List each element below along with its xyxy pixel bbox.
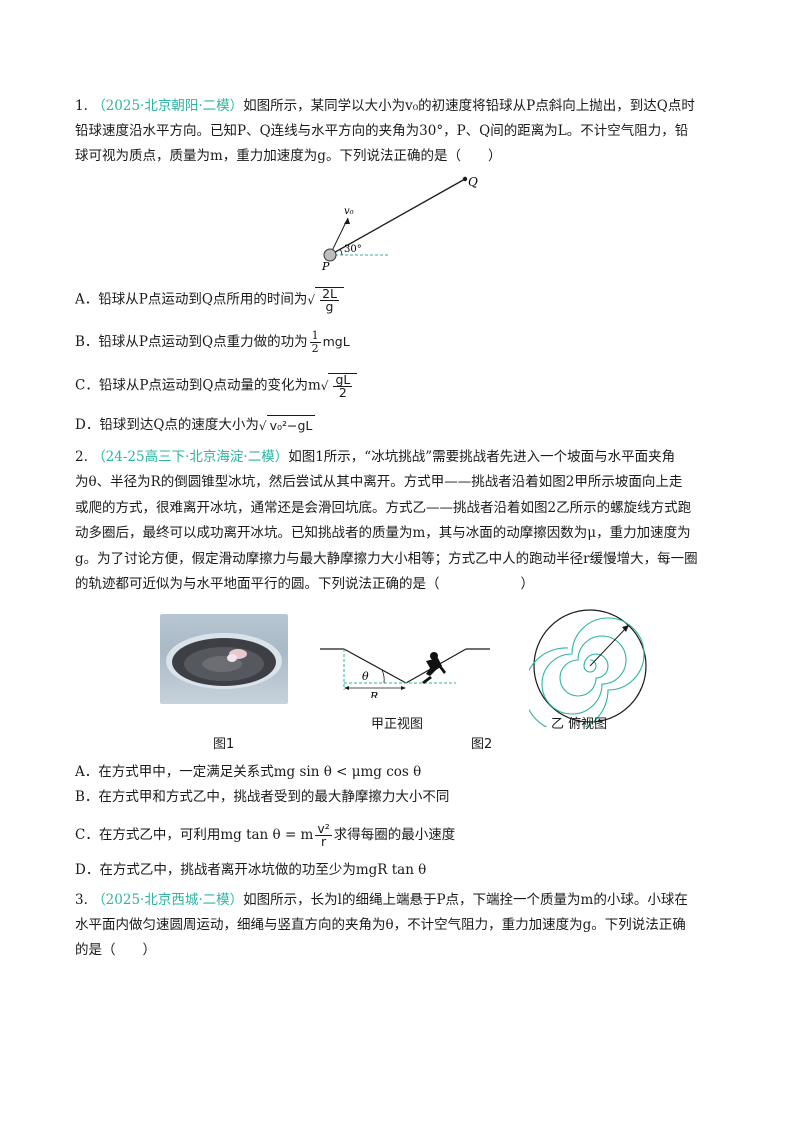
q1-stem-line-3: 球可视为质点，质量为m，重力加速度为g。下列说法正确的是（ ） [75, 148, 502, 164]
q3-number: 3. [75, 892, 88, 908]
q2-source: （24-25高三下·北京海淀·二模） [92, 449, 289, 465]
q1-source: （2025·北京朝阳·二模） [92, 98, 244, 114]
q2-option-a[interactable]: A．在方式甲中，一定满足关系式mg sin θ < μmg cos θ [75, 764, 422, 780]
label-theta: θ [362, 670, 369, 683]
ice-pit-photo [160, 614, 288, 704]
q3-source: （2025·北京西城·二模） [92, 892, 244, 908]
spiral-path [529, 617, 645, 727]
label-p: P [321, 260, 330, 273]
caption-figure-2: 图2 [471, 737, 493, 752]
q1-stem-line-1: 1. （2025·北京朝阳·二模）如图所示，某同学以大小为v₀的初速度将铅球从P… [75, 98, 695, 114]
label-30deg: 30° [344, 244, 362, 255]
label-v0: v₀ [344, 206, 354, 217]
q2-front-view-figure: θ R [320, 648, 490, 698]
q3-stem-line-2: 水平面内做匀速圆周运动，细绳与竖直方向的夹角为θ，不计空气阻力，重力加速度为g。… [75, 917, 686, 933]
q2-stem-line-2: 为θ、半径为R的倒圆锥型冰坑，然后尝试从其中离开。方式甲——挑战者沿着如图2甲所… [75, 474, 683, 490]
arrowhead-right-icon [401, 686, 406, 690]
q2-stem-line-6: 的轨迹都可近似为与水平地面平行的圆。下列说法正确的是（ ） [75, 576, 534, 592]
q1-stem-line-2: 铅球速度沿水平方向。已知P、Q连线与水平方向的夹角为30°，P、Q间的距离为L。… [75, 123, 689, 139]
q1-number: 1. [75, 98, 88, 114]
point-q [462, 176, 468, 182]
caption-front-view: 甲正视图 [371, 717, 424, 732]
v0-arrowhead-icon [344, 218, 350, 224]
label-r: R [369, 690, 378, 698]
arrowhead-left-icon [344, 686, 349, 690]
q2-top-view-figure [529, 609, 647, 727]
v0-arrow [329, 217, 349, 256]
q2-number: 2. [75, 449, 88, 465]
caption-figure-1: 图1 [213, 737, 235, 752]
caption-top-view: 乙 俯视图 [551, 717, 608, 732]
q3-stem-line-1: 3. （2025·北京西城·二模）如图所示，长为l的细绳上端悬于P点，下端拴一个… [75, 892, 688, 908]
q2-stem-line-1: 2. （24-25高三下·北京海淀·二模）如图1所示，“冰坑挑战”需要挑战者先进… [75, 449, 676, 465]
shot-ball [323, 248, 337, 262]
sqrt-expression: √v₀²−gL [259, 415, 316, 436]
radius-arrowhead-icon [622, 625, 629, 632]
q1-option-d[interactable]: D．铅球到达Q点的速度大小为√v₀²−gL [75, 415, 316, 436]
angle-arc [339, 248, 343, 256]
q2-option-b[interactable]: B．在方式甲和方式乙中，挑战者受到的最大静摩擦力大小不同 [75, 789, 450, 805]
pq-line [329, 178, 466, 256]
q1-figure: Q P v₀ 30° [321, 175, 478, 273]
q3-stem-line-3: 的是（ ） [75, 942, 156, 958]
q2-option-d[interactable]: D．在方式乙中，挑战者离开冰坑做的功至少为mgR tan θ [75, 862, 427, 878]
label-q: Q [468, 175, 478, 189]
q2-stem-line-3: 或爬的方式，很难离开冰坑，通常还是会滑回坑底。方式乙——挑战者沿着如图2乙所示的… [75, 500, 692, 516]
climber-figure-icon [422, 652, 446, 684]
q2-stem-line-5: g。为了讨论方便，假定滑动摩擦力与最大静摩擦力大小相等；方式乙中人的跑动半径r缓… [75, 551, 698, 567]
q2-stem-line-4: 动多圈后，最终可以成功离开冰坑。已知挑战者的质量为m，其与冰面的动摩擦因数为μ，… [75, 525, 691, 541]
